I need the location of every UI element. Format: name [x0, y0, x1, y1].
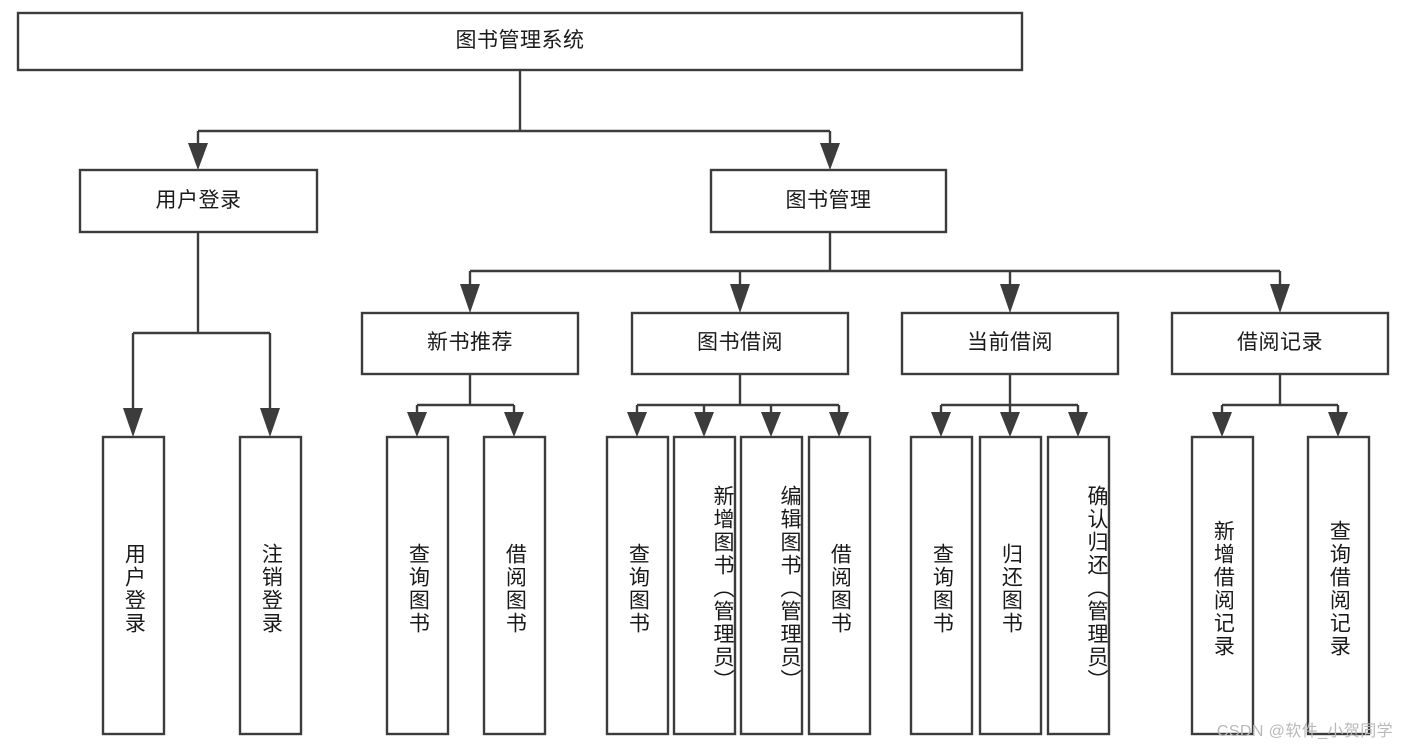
connector-bookmanage-to-level3 [460, 232, 1290, 313]
node-box-user-login[interactable] [78, 168, 319, 234]
node-box-leaf-user-login[interactable] [101, 435, 166, 736]
node-box-leaf-rec-borrow[interactable] [482, 435, 547, 736]
node-box-leaf-current-confirm[interactable] [1046, 435, 1111, 736]
node-box-leaf-record-query[interactable] [1306, 435, 1371, 736]
node-box-current-borrow[interactable] [900, 311, 1120, 376]
node-box-leaf-record-add[interactable] [1190, 435, 1255, 736]
connector-root-to-level2 [188, 70, 840, 170]
node-box-borrow-record[interactable] [1170, 311, 1390, 376]
node-box-leaf-current-return[interactable] [978, 435, 1043, 736]
connector-borrowrecord-to-leaves [1212, 374, 1348, 437]
connector-currentborrow-to-leaves [931, 374, 1088, 437]
node-box-leaf-user-logout[interactable] [238, 435, 303, 736]
node-box-leaf-borrow-edit[interactable] [739, 435, 804, 736]
connector-bookborrow-to-leaves [627, 374, 849, 437]
node-box-book-borrow[interactable] [630, 311, 850, 376]
node-box-book-manage[interactable] [709, 168, 948, 234]
node-box-leaf-current-query[interactable] [909, 435, 974, 736]
connector-newbookrec-to-leaves [407, 374, 524, 437]
connector-userlogin-to-leaves [123, 232, 280, 437]
node-box-leaf-rec-query[interactable] [385, 435, 450, 736]
csdn-watermark: CSDN @软件_小贺同学 [1216, 723, 1393, 740]
node-box-root[interactable] [16, 11, 1024, 72]
node-box-leaf-borrow-lend[interactable] [807, 435, 872, 736]
node-box-new-book-rec[interactable] [360, 311, 580, 376]
node-box-leaf-borrow-add[interactable] [672, 435, 737, 736]
node-box-leaf-borrow-query[interactable] [605, 435, 670, 736]
